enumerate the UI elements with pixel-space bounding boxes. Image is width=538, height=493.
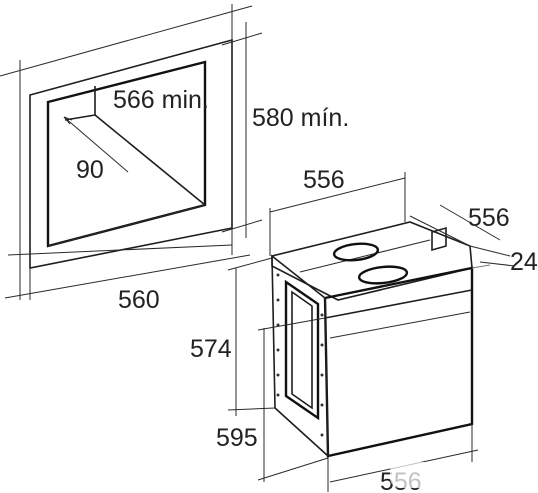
oven-top-depth-label: 556 [468,204,510,232]
oven-front-height-label: 595 [216,424,258,452]
vent-depth-label: 90 [76,156,104,184]
niche-width-label: 560 [118,286,160,314]
oven-drawing [227,172,516,492]
niche-drawing [0,4,263,300]
oven-top-width-label: 556 [303,166,345,194]
watermark-blur [390,462,486,488]
oven-body-height-label: 574 [190,335,232,363]
side-rivets [276,273,324,437]
burner-1 [332,242,380,262]
niche-depth-label: 566 min. [113,86,209,114]
niche-height-label: 580 mín. [252,104,349,132]
burner-2 [357,265,409,285]
oven-panel-label: 24 [510,248,538,276]
